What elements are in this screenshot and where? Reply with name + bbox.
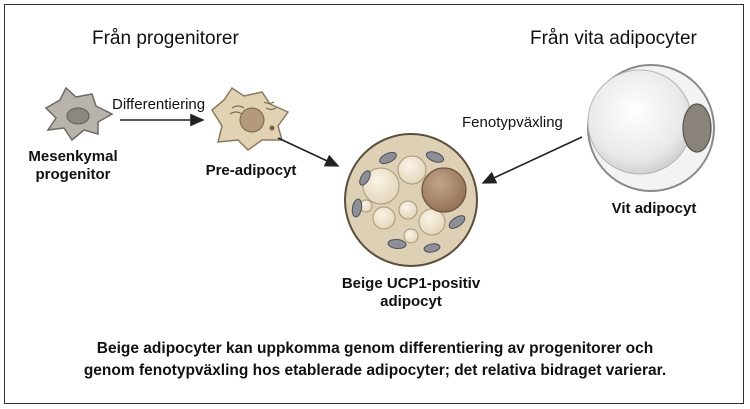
preadipocyte-to-beige-arrow [277, 137, 340, 167]
phenotype-switch-arrow [481, 136, 583, 184]
mesenchymal-label-line2: progenitor [35, 166, 111, 183]
mesenchymal-progenitor-cell [44, 86, 114, 142]
preadipocyte-label: Pre-adipocyt [205, 162, 297, 179]
figure-caption: Beige adipocyter kan uppkomma genom diff… [10, 338, 740, 382]
beige-label-line1: Beige UCP1-positiv [341, 275, 481, 292]
mesenchymal-progenitor-label: Mesenkymal progenitor [10, 148, 136, 184]
header-from-progenitors: Från progenitorer [92, 28, 239, 49]
preadipocyte-cell [211, 86, 290, 151]
white-adipocyte-cell [587, 64, 715, 192]
beige-adipocyte-cell [344, 133, 478, 267]
header-from-white-adipocytes: Från vita adipocyter [530, 28, 697, 49]
caption-line1: Beige adipocyter kan uppkomma genom diff… [96, 340, 654, 357]
mesenchymal-label-line1: Mesenkymal [28, 148, 118, 165]
beige-adipocyte-label: Beige UCP1-positiv adipocyt [316, 275, 506, 311]
caption-line2: genom fenotypväxling hos etablerade adip… [83, 362, 667, 379]
white-adipocyte-label: Vit adipocyt [611, 200, 697, 217]
beige-label-line2: adipocyt [380, 293, 442, 310]
differentiation-label: Differentiering [112, 96, 206, 113]
phenotype-switch-label: Fenotypväxling [462, 114, 563, 131]
